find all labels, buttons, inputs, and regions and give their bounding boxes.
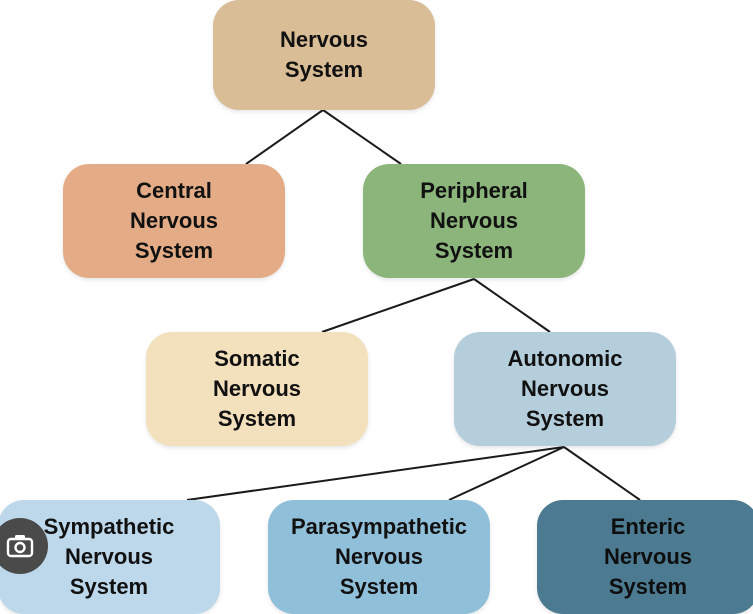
node-label: Parasympathetic Nervous System — [290, 514, 468, 599]
node-label: Peripheral Nervous System — [420, 178, 528, 263]
node-somatic-nervous-system: Somatic Nervous System — [146, 332, 368, 446]
camera-lens-glyph — [6, 535, 34, 558]
edge-root-peripheral — [322, 109, 402, 165]
edge-root-central — [245, 109, 324, 165]
node-label: Central Nervous System — [129, 178, 219, 263]
node-label: Somatic Nervous System — [212, 346, 302, 431]
node-central-nervous-system: Central Nervous System — [63, 164, 285, 278]
node-label: Enteric Nervous System — [603, 514, 693, 599]
node-enteric-nervous-system: Enteric Nervous System — [537, 500, 753, 614]
node-label: Nervous System — [279, 27, 369, 82]
node-sympathetic-nervous-system: Sympathetic Nervous System — [0, 500, 220, 614]
node-autonomic-nervous-system: Autonomic Nervous System — [454, 332, 676, 446]
edge-autonomic-enteric — [563, 446, 641, 501]
node-peripheral-nervous-system: Peripheral Nervous System — [363, 164, 585, 278]
node-parasympathetic-nervous-system: Parasympathetic Nervous System — [268, 500, 490, 614]
edge-peripheral-somatic — [321, 278, 475, 333]
node-nervous-system: Nervous System — [213, 0, 435, 110]
edge-autonomic-parasympathetic — [448, 446, 565, 501]
node-label: Autonomic Nervous System — [507, 346, 623, 431]
node-label: Sympathetic Nervous System — [43, 514, 175, 599]
camera-lens-icon[interactable] — [0, 518, 48, 574]
edge-peripheral-autonomic — [473, 278, 551, 333]
edge-autonomic-sympathetic — [186, 446, 565, 501]
